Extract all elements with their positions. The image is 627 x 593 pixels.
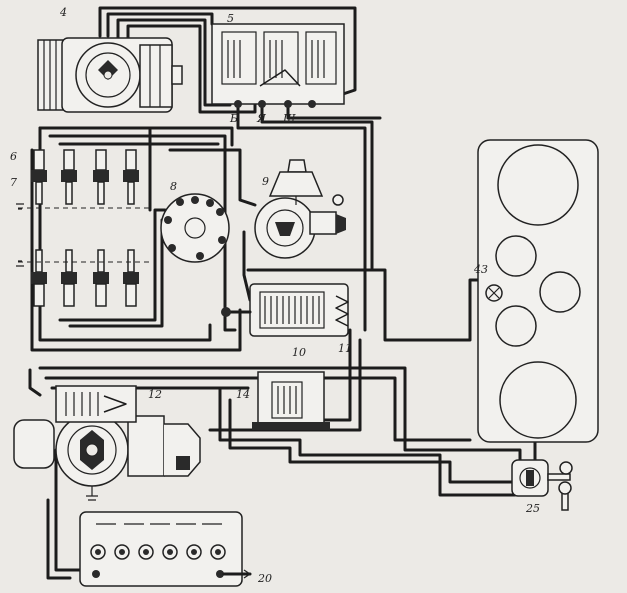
distributor (254, 159, 346, 259)
lamp-43 (485, 284, 503, 302)
label-starter-relay: 12 (148, 388, 162, 401)
regulator-relay (211, 23, 345, 108)
label-generator: 4 (59, 6, 67, 19)
starter-relay (55, 385, 137, 423)
label-terminal-ya: Я (256, 112, 267, 125)
ignition-coil (221, 283, 349, 337)
label-auxiliary-relay: 14 (236, 388, 250, 401)
label-distributor: 9 (262, 175, 269, 188)
distributor-cap (160, 193, 230, 263)
label-ignition-switch: 25 (525, 502, 540, 515)
starter (13, 413, 201, 501)
spark-plugs-upper (16, 149, 150, 210)
label-spark-plug-wire: 6 (10, 150, 17, 163)
fuse-box (79, 511, 252, 587)
generator (37, 37, 183, 113)
label-ignition-coil: 10 (292, 346, 306, 359)
auxiliary-relay (252, 371, 330, 430)
label-spark-plug: 7 (10, 176, 17, 189)
labels: 4 5 Б Я Ш 6 7 8 9 10 11 12 14 25 43 20 (10, 6, 540, 585)
label-terminal-b: Б (229, 112, 238, 125)
instrument-panel (477, 139, 599, 443)
spark-plugs-lower (16, 249, 150, 307)
label-resistor: 11 (338, 342, 352, 355)
ignition-switch (511, 459, 573, 511)
label-distributor-cap: 8 (170, 180, 177, 193)
label-terminal-sh: Ш (282, 112, 296, 125)
label-regulator-relay: 5 (227, 12, 234, 25)
label-fuse-box: 20 (257, 572, 272, 585)
label-lamp: 43 (473, 263, 488, 276)
wiring-harness (28, 6, 537, 580)
resistor (335, 295, 349, 327)
